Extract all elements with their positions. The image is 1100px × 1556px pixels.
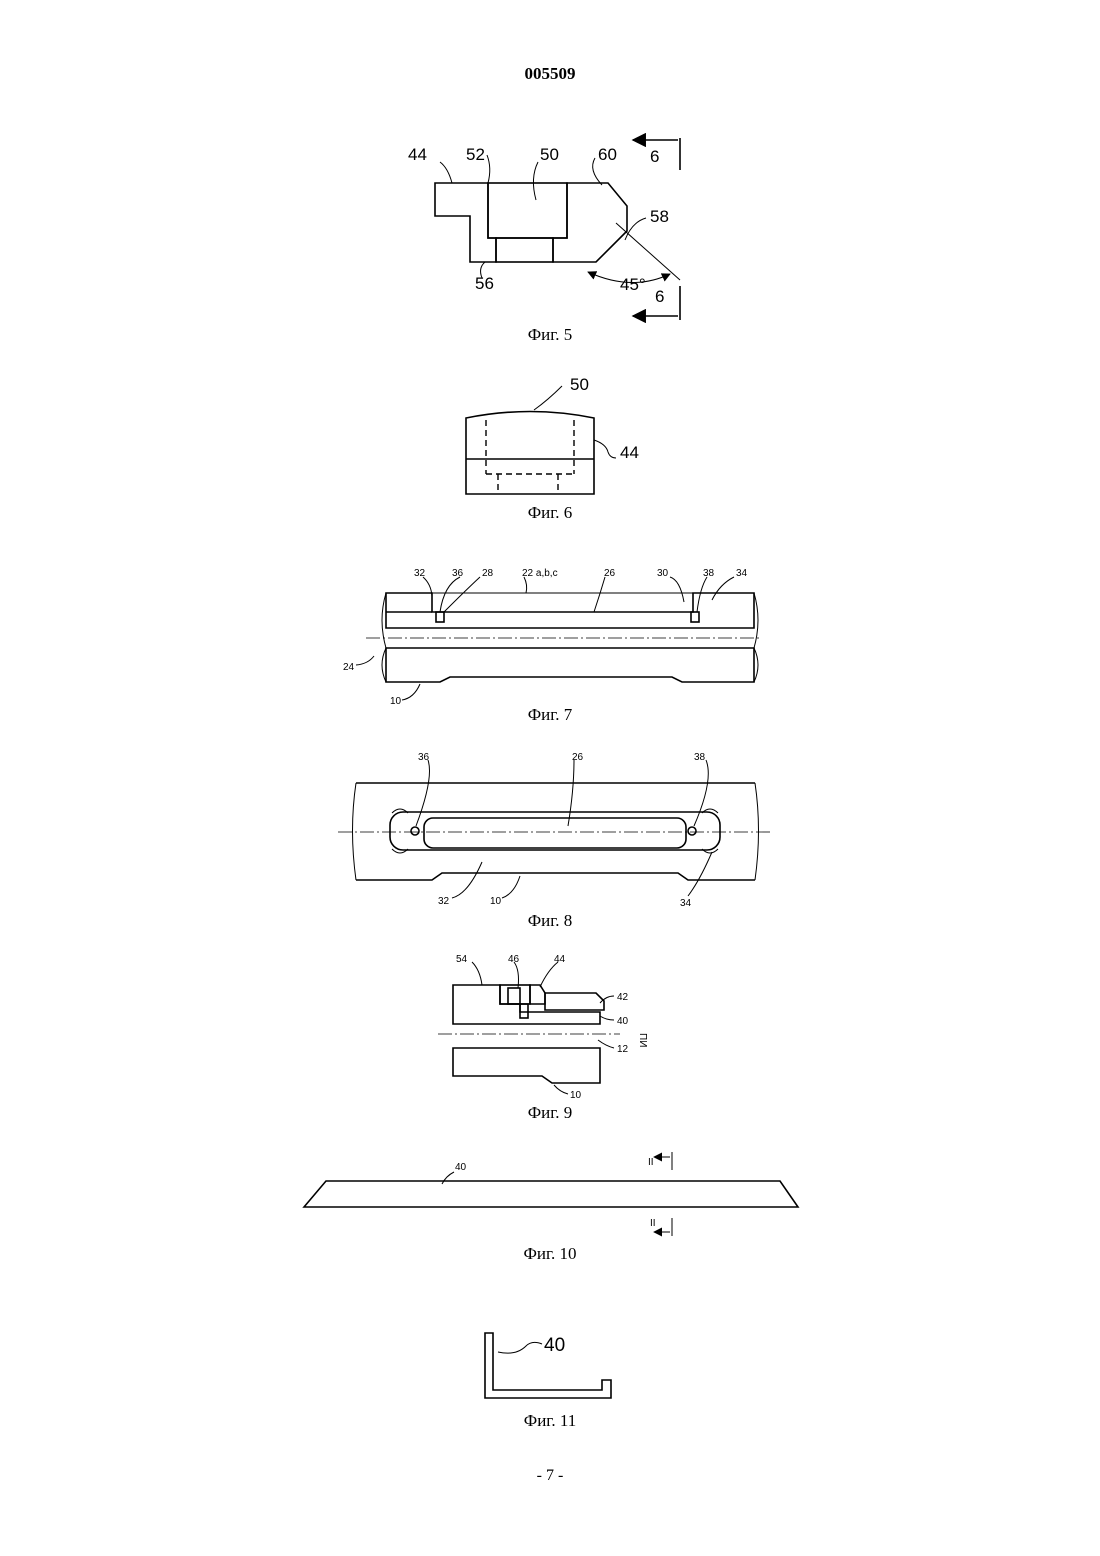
fig8-caption: Фиг. 8 bbox=[0, 911, 1100, 931]
fig7-caption: Фиг. 7 bbox=[0, 705, 1100, 725]
fig11-caption: Фиг. 11 bbox=[0, 1411, 1100, 1431]
fig9-label-10: 10 bbox=[570, 1090, 582, 1101]
fig7-label-24: 24 bbox=[343, 662, 355, 673]
fig5-label-44: 44 bbox=[408, 145, 427, 164]
fig6-label-50: 50 bbox=[570, 375, 589, 394]
fig5-label-60: 60 bbox=[598, 145, 617, 164]
fig5-label-50: 50 bbox=[540, 145, 559, 164]
page-number: - 7 - bbox=[0, 1467, 1100, 1485]
fig8-label-26: 26 bbox=[572, 752, 584, 763]
fig10-caption: Фиг. 10 bbox=[0, 1244, 1100, 1264]
figure-10: 40 II II bbox=[304, 1152, 798, 1236]
figure-5: 44 52 50 60 58 56 45° 6 6 bbox=[408, 138, 680, 320]
fig9-label-44: 44 bbox=[554, 954, 566, 965]
fig10-label-40: 40 bbox=[455, 1162, 467, 1173]
fig8-label-38: 38 bbox=[694, 752, 706, 763]
fig5-caption: Фиг. 5 bbox=[0, 325, 1100, 345]
fig5-label-58: 58 bbox=[650, 207, 669, 226]
fig9-side-mark: ПИ bbox=[637, 1033, 648, 1047]
fig9-label-54: 54 bbox=[456, 954, 468, 965]
fig10-section-mark-top: II bbox=[648, 1157, 654, 1168]
fig5-section-mark-bottom: 6 bbox=[655, 287, 664, 306]
fig8-label-36: 36 bbox=[418, 752, 430, 763]
fig7-label-26: 26 bbox=[604, 568, 616, 579]
fig5-label-52: 52 bbox=[466, 145, 485, 164]
fig8-label-32: 32 bbox=[438, 896, 450, 907]
figure-7: 32 36 28 22 a,b,c 26 30 38 34 24 10 bbox=[343, 568, 762, 707]
fig9-caption: Фиг. 9 bbox=[0, 1103, 1100, 1123]
fig7-label-32: 32 bbox=[414, 568, 426, 579]
fig5-angle-label: 45° bbox=[620, 275, 646, 294]
fig5-label-56: 56 bbox=[475, 274, 494, 293]
fig7-label-36: 36 bbox=[452, 568, 464, 579]
figure-8: 36 26 38 32 10 34 bbox=[338, 752, 772, 909]
fig9-label-12: 12 bbox=[617, 1044, 629, 1055]
fig7-label-28: 28 bbox=[482, 568, 494, 579]
fig5-section-mark-top: 6 bbox=[650, 147, 659, 166]
fig7-label-30: 30 bbox=[657, 568, 669, 579]
fig8-label-10: 10 bbox=[490, 896, 502, 907]
fig9-label-40: 40 bbox=[617, 1016, 629, 1027]
fig8-label-34: 34 bbox=[680, 898, 692, 909]
fig7-label-38: 38 bbox=[703, 568, 715, 579]
fig11-label-40: 40 bbox=[544, 1335, 565, 1356]
fig6-label-44: 44 bbox=[620, 443, 639, 462]
figure-6: 50 44 bbox=[466, 375, 639, 494]
fig6-caption: Фиг. 6 bbox=[0, 503, 1100, 523]
fig10-section-mark-bottom: II bbox=[650, 1218, 656, 1229]
fig9-label-46: 46 bbox=[508, 954, 520, 965]
fig7-label-34: 34 bbox=[736, 568, 748, 579]
figure-9: 54 46 44 42 40 12 10 ПИ bbox=[438, 954, 648, 1101]
fig9-label-42: 42 bbox=[617, 992, 629, 1003]
figure-11: 40 bbox=[485, 1333, 611, 1398]
fig7-label-22abc: 22 a,b,c bbox=[522, 568, 558, 579]
